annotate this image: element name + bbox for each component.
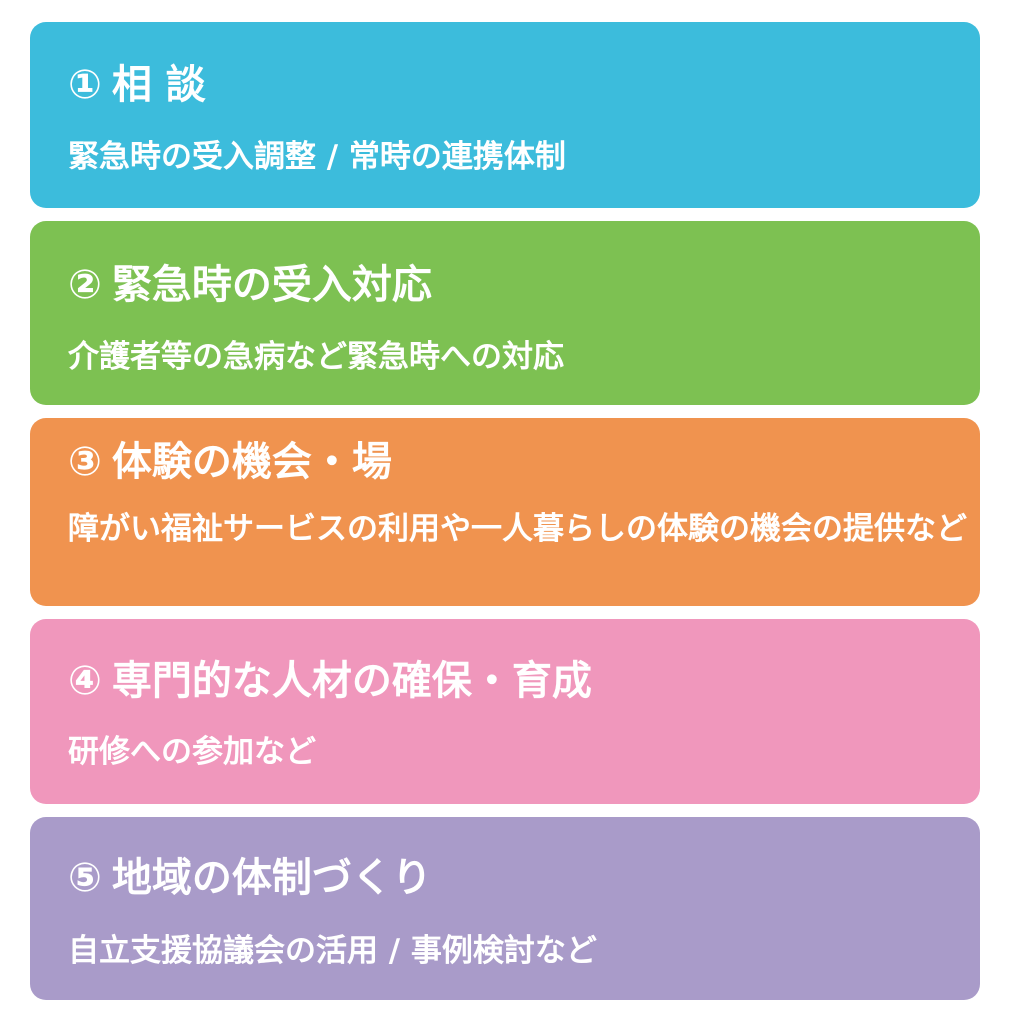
card-description: 介護者等の急病など緊急時への対応 (68, 339, 564, 375)
card-title-text: 緊急時の受入対応 (111, 262, 432, 308)
card-description: 緊急時の受入調整 / 常時の連携体制 (68, 139, 566, 175)
card-description: 自立支援協議会の活用 / 事例検討など (68, 933, 597, 969)
card-title-text: 相 談 (111, 62, 206, 108)
card-title-text: 体験の機会・場 (111, 439, 392, 485)
number-badge: ⑤ (68, 855, 102, 901)
card-description: 障がい福祉サービスの利用や一人暮らしの体験の機会の提供など (68, 511, 967, 547)
number-badge: ① (68, 62, 102, 108)
number-badge: ③ (68, 439, 102, 485)
number-badge: ② (68, 262, 102, 308)
number-badge: ④ (68, 658, 102, 704)
card-title-text: 専門的な人材の確保・育成 (111, 658, 592, 704)
card-title-text: 地域の体制づくり (111, 855, 432, 901)
card-description: 研修への参加など (68, 734, 316, 770)
